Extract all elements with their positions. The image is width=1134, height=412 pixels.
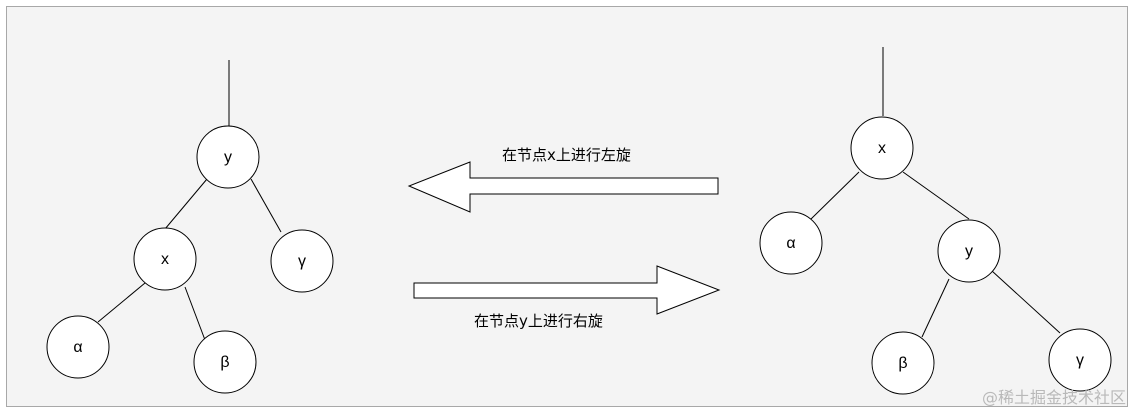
- left-tree-node-left-left: α: [46, 315, 110, 379]
- left-tree-edge-x-beta: [184, 286, 206, 341]
- right-tree-node-right-left: β: [871, 331, 935, 395]
- right-tree-edge-x-alpha: [810, 171, 860, 220]
- svg-text:x: x: [161, 251, 169, 268]
- right-tree-edge-x-y: [902, 171, 970, 220]
- left-rotate-arrow: [407, 161, 719, 213]
- left-tree-node-right: γ: [270, 229, 334, 293]
- left-tree-node-left-right: β: [193, 330, 257, 394]
- svg-text:α: α: [786, 235, 795, 252]
- right-tree-edge-y-beta: [921, 278, 950, 338]
- left-tree-edge-x-alpha: [97, 282, 146, 323]
- svg-text:y: y: [965, 243, 973, 260]
- right-tree-edge-y-gamma: [991, 270, 1061, 334]
- right-tree-node-root: x: [850, 116, 914, 180]
- left-tree-node-left: x: [133, 227, 197, 291]
- right-tree-node-right-right: γ: [1048, 328, 1112, 392]
- left-rotate-label: 在节点x上进行左旋: [502, 146, 631, 164]
- left-tree-edge-y-x: [164, 178, 208, 230]
- svg-text:α: α: [73, 339, 82, 356]
- svg-text:β: β: [220, 354, 229, 371]
- right-rotate-label: 在节点y上进行右旋: [474, 312, 603, 330]
- right-rotate-arrow: [413, 265, 721, 315]
- svg-text:γ: γ: [1076, 352, 1084, 369]
- svg-text:y: y: [224, 149, 232, 166]
- svg-text:x: x: [878, 140, 886, 157]
- diagram-frame: [6, 6, 1128, 407]
- right-tree-node-right: y: [937, 219, 1001, 283]
- right-tree-node-left: α: [759, 211, 823, 275]
- watermark: @稀土掘金技术社区: [981, 388, 1126, 407]
- svg-text:γ: γ: [298, 253, 306, 270]
- left-tree-node-root: y: [196, 125, 260, 189]
- svg-text:β: β: [898, 355, 907, 372]
- left-tree-edge-y-gamma: [250, 178, 282, 233]
